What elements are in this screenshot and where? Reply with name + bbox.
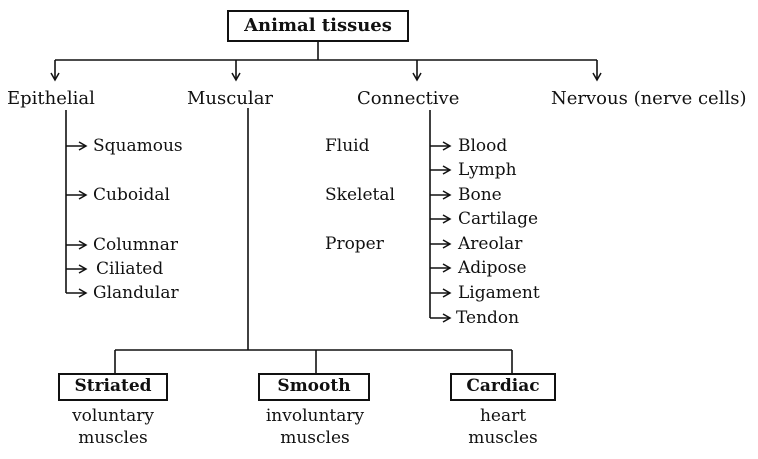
muscle-cardiac-line1: heart <box>479 406 527 426</box>
category-nervous: Nervous (nerve cells) <box>551 88 747 109</box>
muscle-striated-caption: voluntary muscles <box>58 405 168 449</box>
category-epithelial: Epithelial <box>7 88 95 109</box>
muscle-cardiac-line2: muscles <box>468 428 538 448</box>
muscle-smooth-box: Smooth <box>258 373 370 401</box>
muscle-striated-label: Striated <box>74 376 152 396</box>
muscle-striated-line2: muscles <box>78 428 148 448</box>
connective-cartilage: Cartilage <box>458 209 539 229</box>
category-muscular: Muscular <box>187 88 274 109</box>
muscle-smooth-label: Smooth <box>277 376 351 396</box>
connective-group-fluid: Fluid <box>325 136 370 156</box>
connective-bone: Bone <box>458 185 502 205</box>
epithelial-squamous: Squamous <box>93 136 183 156</box>
connective-ligament: Ligament <box>458 283 540 303</box>
connective-tendon: Tendon <box>456 308 520 328</box>
muscle-striated-line1: voluntary <box>72 406 154 426</box>
connective-areolar: Areolar <box>458 234 523 254</box>
muscle-cardiac-caption: heart muscles <box>450 405 556 449</box>
connective-blood: Blood <box>458 136 508 156</box>
connective-lymph: Lymph <box>458 160 517 180</box>
muscle-smooth-line2: muscles <box>280 428 350 448</box>
muscle-smooth-line1: involuntary <box>265 406 365 426</box>
epithelial-columnar: Columnar <box>93 235 178 255</box>
connective-group-skeletal: Skeletal <box>325 185 395 205</box>
category-connective: Connective <box>357 88 460 109</box>
epithelial-ciliated: Ciliated <box>96 259 164 279</box>
root-node: Animal tissues <box>227 10 409 42</box>
muscle-smooth-caption: involuntary muscles <box>250 405 380 449</box>
muscle-striated-box: Striated <box>58 373 168 401</box>
epithelial-glandular: Glandular <box>93 283 179 303</box>
muscle-cardiac-box: Cardiac <box>450 373 556 401</box>
connective-adipose: Adipose <box>458 258 527 278</box>
epithelial-cuboidal: Cuboidal <box>93 185 170 205</box>
connective-group-proper: Proper <box>325 234 384 254</box>
muscle-cardiac-label: Cardiac <box>466 376 540 396</box>
root-label: Animal tissues <box>244 15 392 36</box>
